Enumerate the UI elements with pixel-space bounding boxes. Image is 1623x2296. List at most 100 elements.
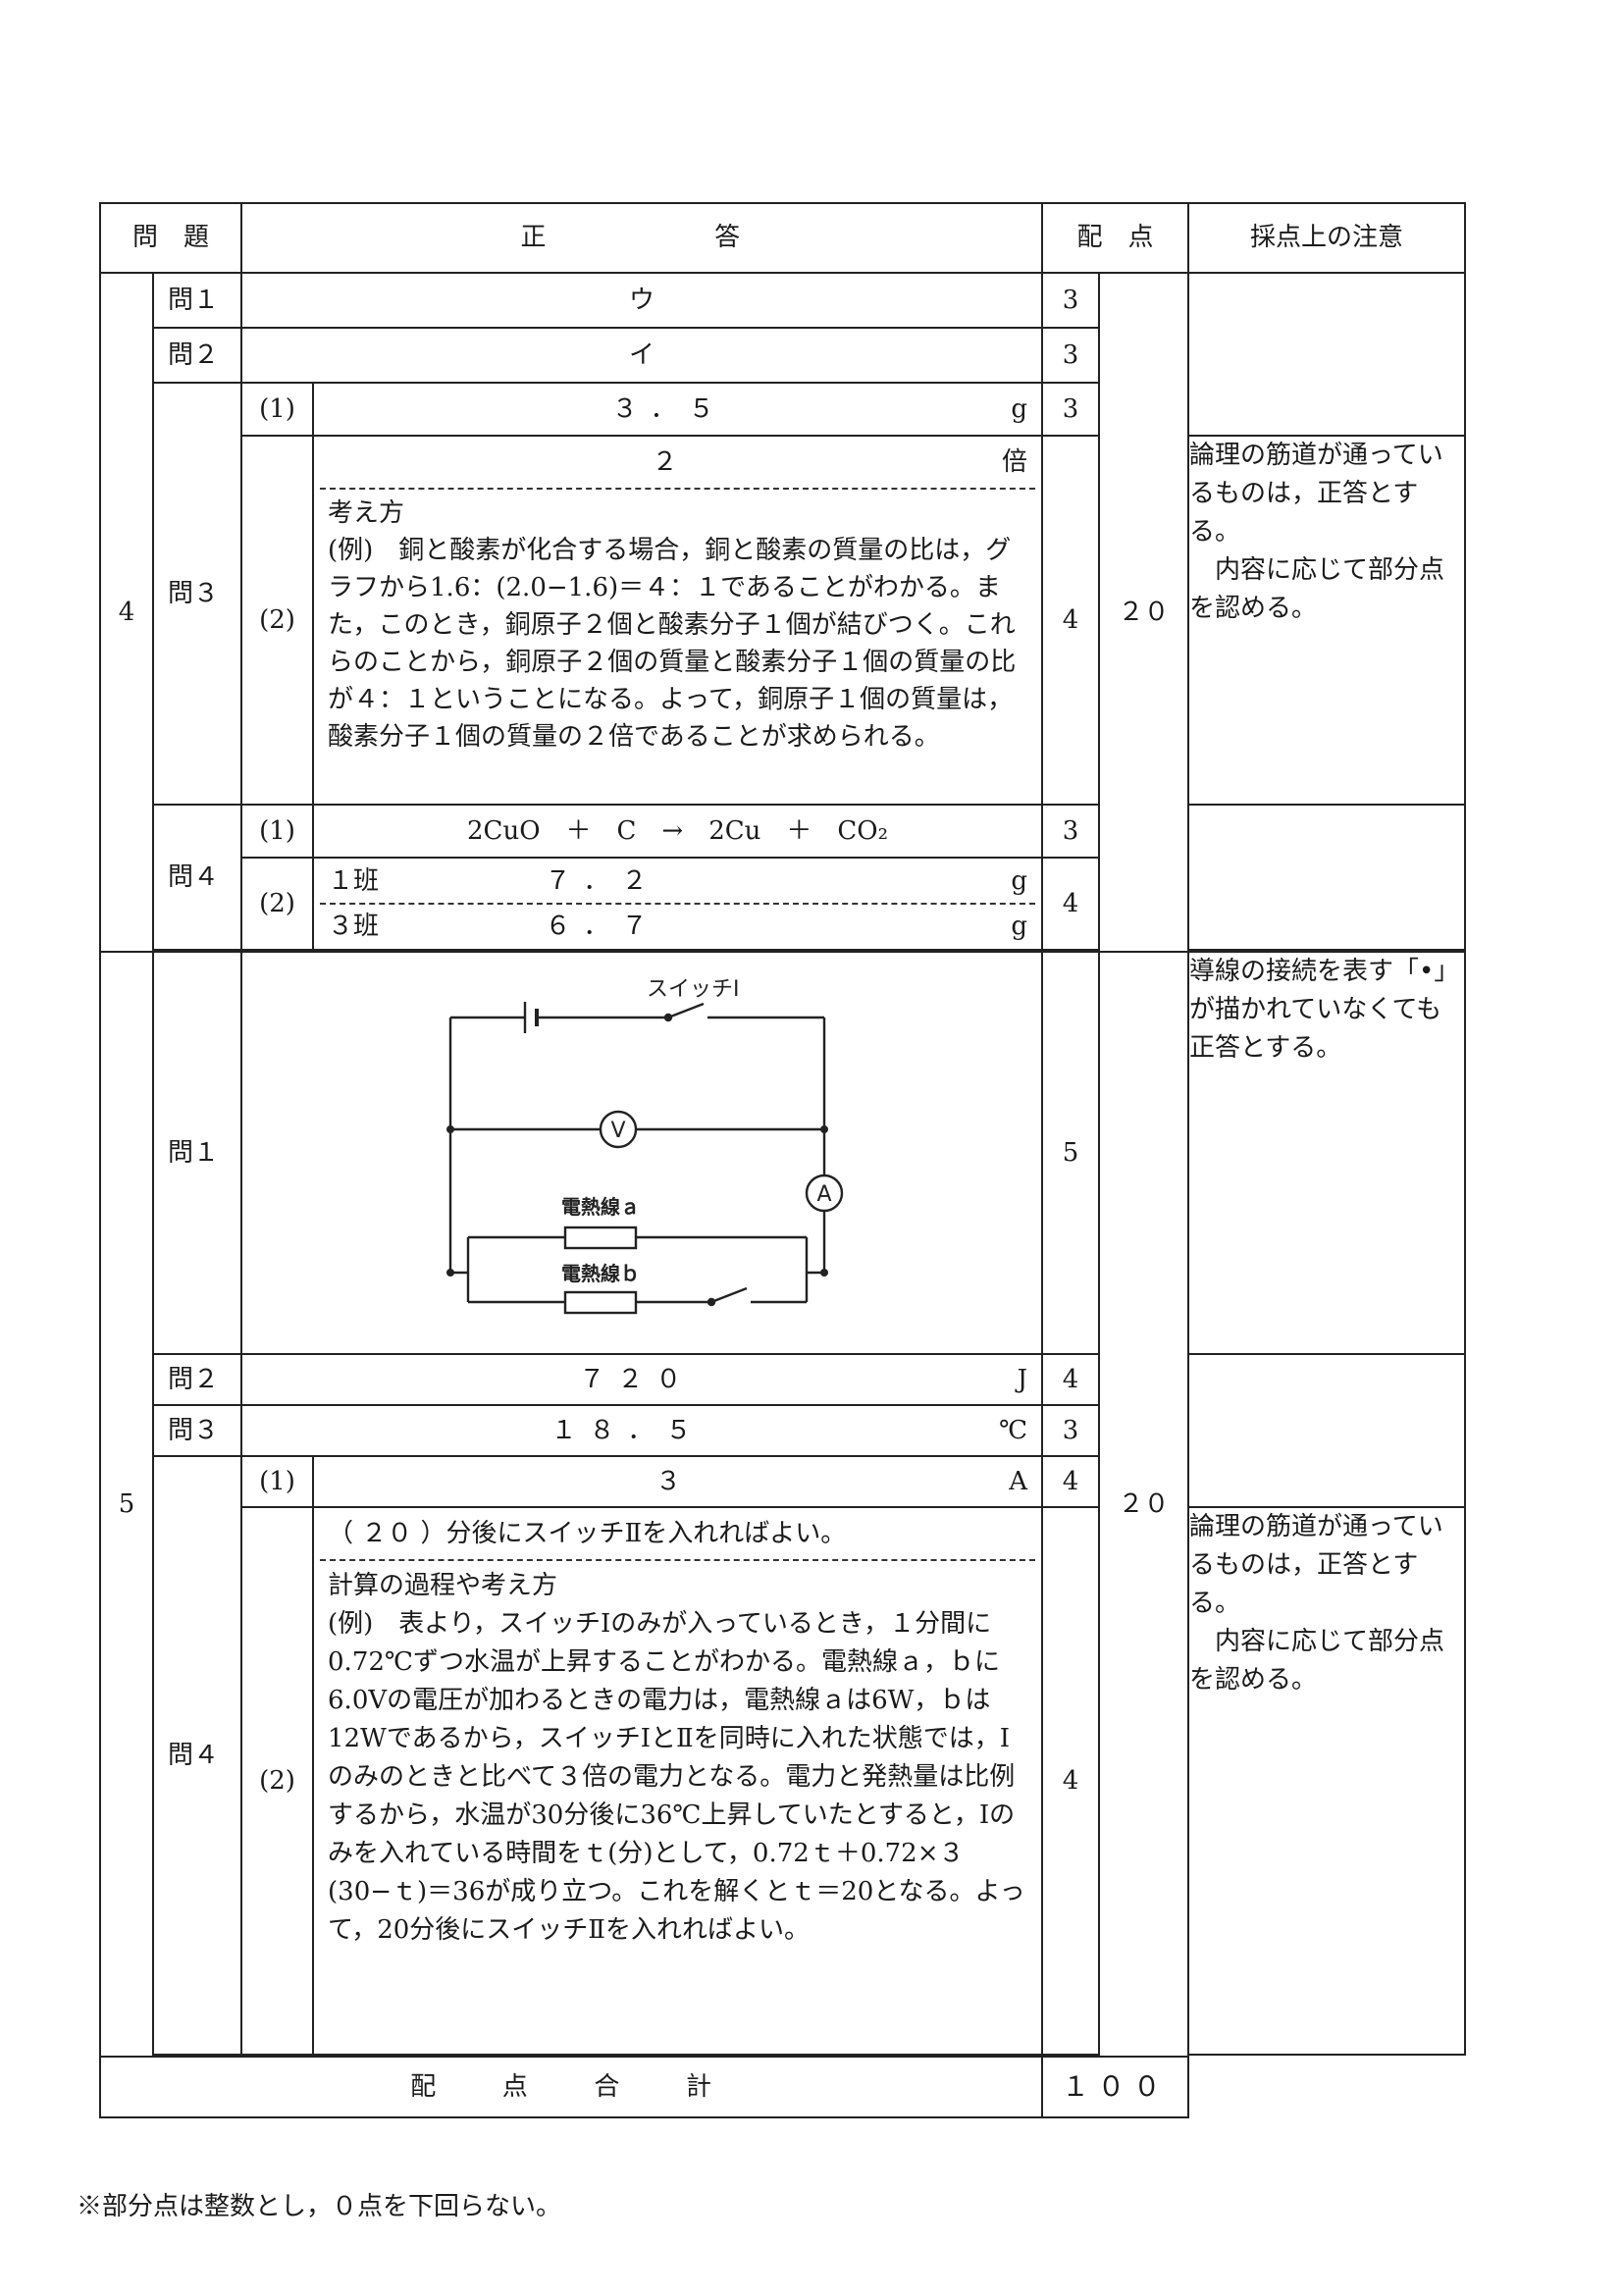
switch-2-lever [710,1286,748,1304]
s5-q3-answer: １８．５ [550,1415,705,1445]
s4-q4-2-row: (2) １班 ７．２ g ３班 ６．７ g 4 [100,857,1465,951]
s4-q3-2-answer: ２ [652,446,678,477]
s4-q4-2-value1: ７．２ [545,865,660,896]
s4-q4-2-points: 4 [1041,857,1101,951]
header-row: 問 題 正 答 配 点 採点上の注意 [98,202,1467,274]
s4-q3-1-label: (1) [240,382,315,437]
s4-q1-row: 4 問１ ウ 3 ２０ [99,272,1467,953]
heating-wire-a-icon [563,1226,638,1250]
s4-q2-points: 3 [1041,327,1101,384]
s4-q3-2-explanation: (例) 銅と酸素が化合する場合，銅と酸素の質量の比は，グラフから1.6：(2.0… [328,535,1017,752]
s5-q4-2-label: (2) [240,1506,315,2056]
total-row: 配 点 合 計 １００ [98,2056,1465,2118]
s5-q2-points: 4 [1041,1353,1101,1406]
s5-total-points: ２０ [1098,951,1190,2058]
s4-q4-2-unit1: g [1011,865,1028,896]
s5-q4-2-answer: （ ２０ ）分後にスイッチⅡを入れればよい。 [328,1518,847,1548]
s4-q3-2-row: (2) ２ 倍 考え方 (例) 銅と酸素が化合する場合，銅と酸素の質量の比は，グ… [100,435,1467,806]
section-4-number: 4 [99,272,154,953]
s5-q4-1-unit: A [1009,1466,1028,1496]
junction-dot [446,1125,455,1133]
s4-q1-answer: ウ [240,272,1044,329]
s5-q4-label: 問４ [151,1455,243,2056]
s4-q1-label: 問１ [151,272,243,329]
switch-1-lever [667,1002,705,1019]
s4-note-empty-1 [1187,272,1467,437]
s4-q1-points: 3 [1041,272,1101,329]
s4-q4-1-row: 問４ (1) 2CuO ＋ C → 2Cu ＋ CO₂ 3 [100,804,1467,951]
s5-q3-label: 問３ [151,1404,243,1457]
s4-q2-answer: イ [240,327,1044,384]
s4-q3-2-unit: 倍 [1002,446,1028,477]
s5-note-empty [1187,1353,1467,1508]
s5-q2-label: 問２ [151,1353,243,1406]
total-points: １００ [1041,2056,1190,2118]
s4-q4-label: 問４ [151,804,243,951]
s4-q2-label: 問２ [151,327,243,384]
s5-q3-answer-cell: １８．５ ℃ [240,1404,1044,1457]
s5-q2-row: 問２ ７２０ J 4 [100,1353,1467,1508]
s4-q3-2-points: 4 [1041,435,1101,806]
answer-table: 問 題 正 答 配 点 採点上の注意 4 問１ ウ 3 ２０ 問２ イ 3 問３… [98,202,1467,2118]
voltmeter-label: V [610,1119,625,1143]
s4-q3-2-label: (2) [240,435,315,806]
ammeter-label: A [816,1182,831,1207]
s5-q4-2-explanation-title: 計算の過程や考え方 [328,1571,558,1600]
s5-q3-row: 問３ １８．５ ℃ 3 [100,1404,1465,1457]
s5-q1-diagram-cell: スイッチⅠ V A 電熱線ａ 電熱線ｂ [240,951,1044,1355]
s5-q4-1-label: (1) [240,1455,315,1508]
s5-q4-1-row: 問４ (1) ３ A 4 [100,1455,1465,2056]
s4-q4-1-points: 3 [1041,804,1101,859]
divider [320,903,1036,905]
s4-total-points: ２０ [1098,272,1190,953]
s4-q4-1-answer: 2CuO ＋ C → 2Cu ＋ CO₂ [312,804,1044,859]
total-label: 配 点 合 計 [98,2056,1044,2118]
s4-q4-2-group2: ３班 [328,911,380,941]
s4-q4-2-value2: ６．７ [545,911,660,941]
s5-q4-2-answer-cell: （ ２０ ）分後にスイッチⅡを入れればよい。 計算の過程や考え方 (例) 表より… [312,1506,1044,2056]
s5-q2-answer: ７２０ [579,1364,695,1394]
junction-dot [446,1269,455,1277]
wire-b-label: 電熱線ｂ [561,1262,640,1285]
header-notes: 採点上の注意 [1187,202,1467,274]
switch-1-label: スイッチⅠ [647,977,740,1002]
s4-q3-1-unit: g [1011,393,1028,424]
s4-q3-1-answer: ３．５ [611,393,727,424]
s5-q1-note: 導線の接続を表す「•」が描かれていなくても正答とする。 [1187,951,1467,1355]
divider [320,1559,1036,1561]
s4-q3-1-answer-cell: ３．５ g [312,382,1044,437]
s5-q4-note: 論理の筋道が通っているものは，正答とする。 内容に応じて部分点を認める。 [1187,1506,1467,2056]
footnote: ※部分点は整数とし，０点を下回らない。 [77,2192,562,2221]
s4-q2-row: 問２ イ 3 [100,327,1465,384]
s5-q3-unit: ℃ [998,1415,1028,1445]
divider [320,488,1036,490]
s4-q4-2-unit2: g [1011,911,1028,941]
s4-q3-note: 論理の筋道が通っているものは，正答とする。 内容に応じて部分点を認める。 [1187,435,1467,806]
s5-q4-2-row: (2) （ ２０ ）分後にスイッチⅡを入れればよい。 計算の過程や考え方 (例)… [100,1506,1467,2056]
s4-q3-2-answer-cell: ２ 倍 考え方 (例) 銅と酸素が化合する場合，銅と酸素の質量の比は，グラフから… [312,435,1044,806]
s4-q3-1-points: 3 [1041,382,1101,437]
s4-q4-2-answer-cell: １班 ７．２ g ３班 ６．７ g [312,857,1044,951]
s5-q4-2-explanation: (例) 表より，スイッチⅠのみが入っているとき，１分間に0.72℃ずつ水温が上昇… [328,1609,1025,1945]
header-points: 配 点 [1041,202,1190,274]
s5-q2-unit: J [1017,1364,1028,1394]
junction-dot [820,1125,829,1133]
junction-dot [820,1269,829,1277]
s5-q4-2-points: 4 [1041,1506,1101,2056]
s4-q4-1-label: (1) [240,804,315,859]
s5-q2-answer-cell: ７２０ J [240,1353,1044,1406]
s4-q3-label: 問３ [151,382,243,806]
section-5-number: 5 [99,951,154,2058]
s5-q1-label: 問１ [151,951,243,1355]
s5-q1-row: 5 問１ [99,951,1467,2058]
circuit-diagram: スイッチⅠ V A 電熱線ａ 電熱線ｂ [446,977,844,1315]
s5-q3-points: 3 [1041,1404,1101,1457]
s5-q4-1-points: 4 [1041,1455,1101,1508]
s5-q1-points: 5 [1041,951,1101,1355]
s5-q4-1-answer-cell: ３ A [312,1455,1044,1508]
heating-wire-b-icon [563,1290,638,1315]
s4-q3-1-row: 問３ (1) ３．５ g 3 [100,382,1465,806]
s4-note-empty-2 [1187,804,1467,951]
wire-a-label: 電熱線ａ [561,1195,640,1219]
s4-q3-2-explanation-title: 考え方 [328,498,405,528]
